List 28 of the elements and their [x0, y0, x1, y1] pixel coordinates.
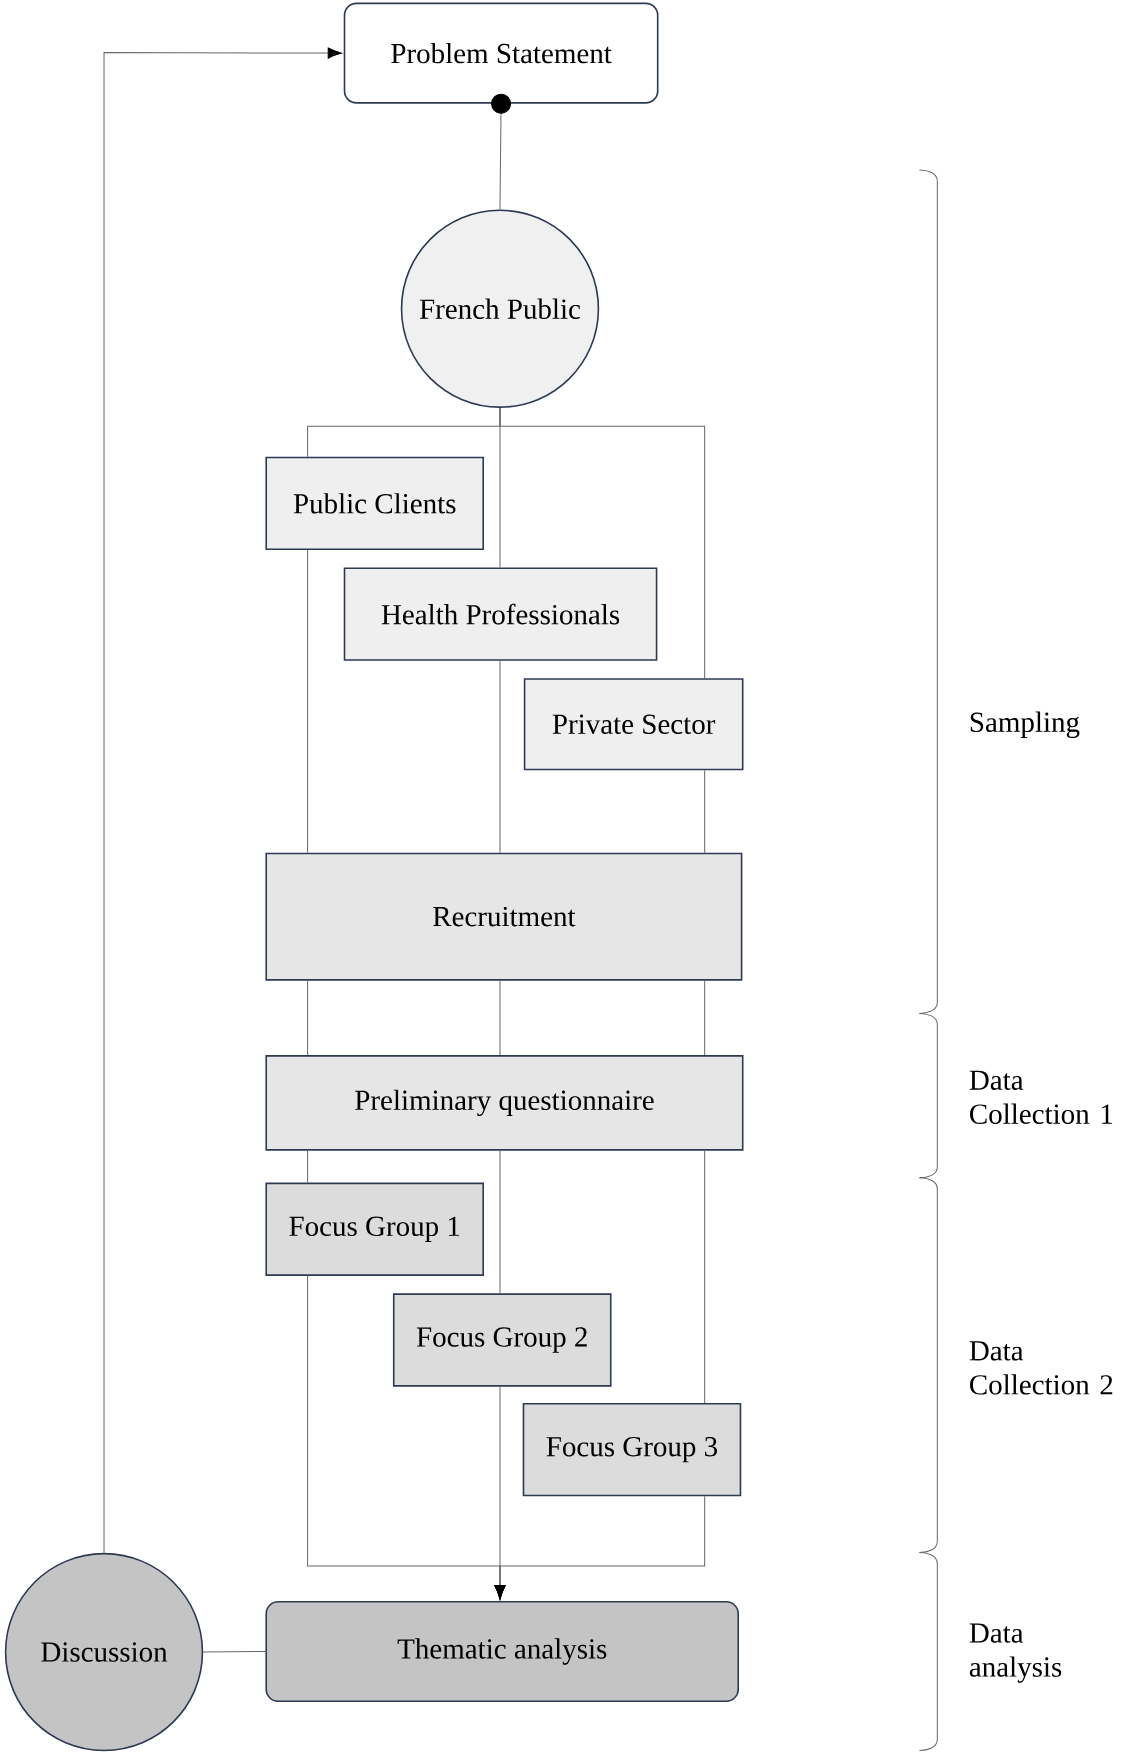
connector	[491, 93, 512, 210]
process-box: Health Professionals	[343, 567, 658, 661]
connector	[704, 769, 706, 854]
circle-node: French Public	[400, 209, 600, 408]
section-label: Sampling	[970, 711, 1080, 738]
connector	[307, 549, 309, 854]
process-box: Preliminary questionnaire	[265, 1055, 744, 1151]
connector	[499, 407, 706, 679]
circle-node: Discussion	[4, 1552, 204, 1752]
process-box: Recruitment	[265, 852, 743, 981]
section-label: Data Collection 1	[969, 1070, 1113, 1124]
process-box: Public Clients	[265, 456, 484, 550]
connector	[202, 1651, 266, 1653]
connector	[704, 1150, 706, 1404]
connector	[494, 1495, 706, 1600]
connector	[103, 47, 343, 1554]
rounded-box: Problem Statement	[343, 2, 659, 104]
connector	[499, 660, 501, 854]
connector	[307, 1150, 309, 1184]
connector	[499, 1150, 501, 1294]
rounded-box: Thematic analysis	[265, 1600, 740, 1703]
connector	[307, 980, 706, 1056]
process-box: Private Sector	[523, 678, 744, 771]
process-box: Focus Group 3	[522, 1402, 742, 1497]
section-label: Data analysis	[969, 1623, 1062, 1683]
section-label: Data Collection 2	[969, 1341, 1113, 1395]
process-box: Focus Group 1	[265, 1182, 484, 1276]
process-box: Focus Group 2	[392, 1293, 612, 1387]
